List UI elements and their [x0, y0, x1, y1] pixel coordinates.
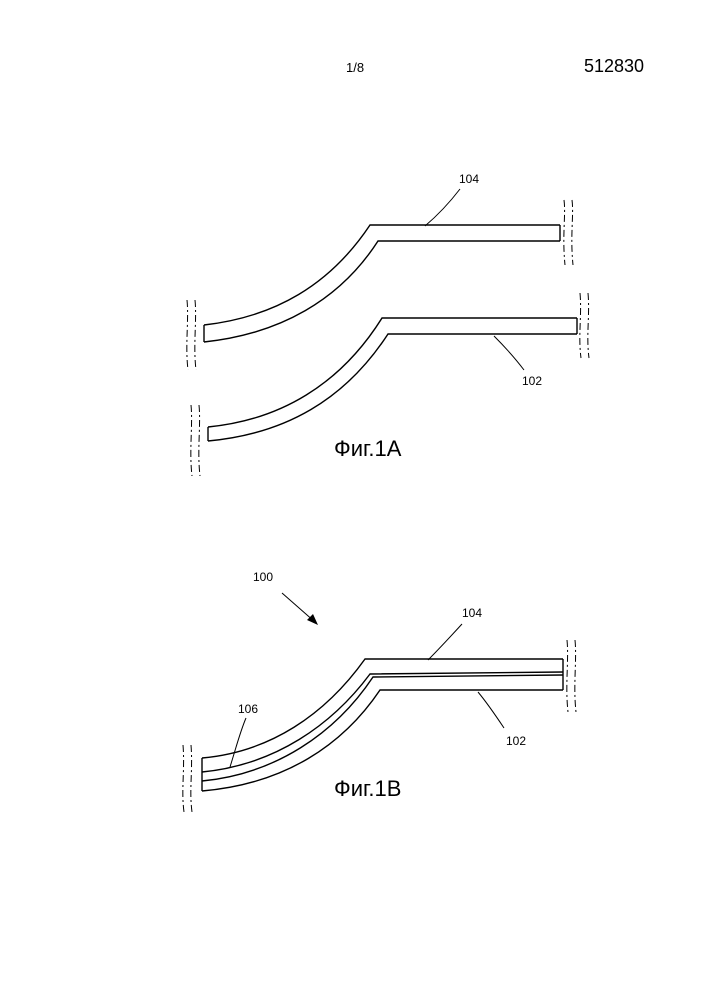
break-marks-1b-left [183, 745, 192, 812]
strip-106-fig1b [202, 675, 563, 781]
label-106-fig1b: 106 [238, 702, 258, 716]
label-100: 100 [253, 570, 273, 584]
arrow-100 [282, 593, 318, 625]
label-104-fig1a: 104 [459, 172, 479, 186]
break-marks-104-right [564, 200, 573, 265]
leader-102-fig1a [494, 336, 524, 370]
label-102-fig1a: 102 [522, 374, 542, 388]
leader-104-fig1a [425, 189, 460, 226]
figure-1a: 104 102 Фиг.1А [187, 172, 589, 476]
caption-fig1b: Фиг.1В [334, 776, 401, 801]
break-marks-1b-right [567, 640, 576, 712]
caption-fig1a: Фиг.1А [334, 436, 402, 461]
leader-104-fig1b [428, 624, 462, 660]
leader-102-fig1b [478, 692, 504, 728]
leader-106-fig1b [230, 718, 246, 767]
break-marks-104-left [187, 300, 196, 370]
label-102-fig1b: 102 [506, 734, 526, 748]
break-marks-102-right [580, 293, 589, 358]
break-marks-102-left [191, 405, 200, 476]
strip-104-fig1a [204, 225, 560, 342]
label-104-fig1b: 104 [462, 606, 482, 620]
figure-1b: 100 104 106 [183, 570, 576, 812]
